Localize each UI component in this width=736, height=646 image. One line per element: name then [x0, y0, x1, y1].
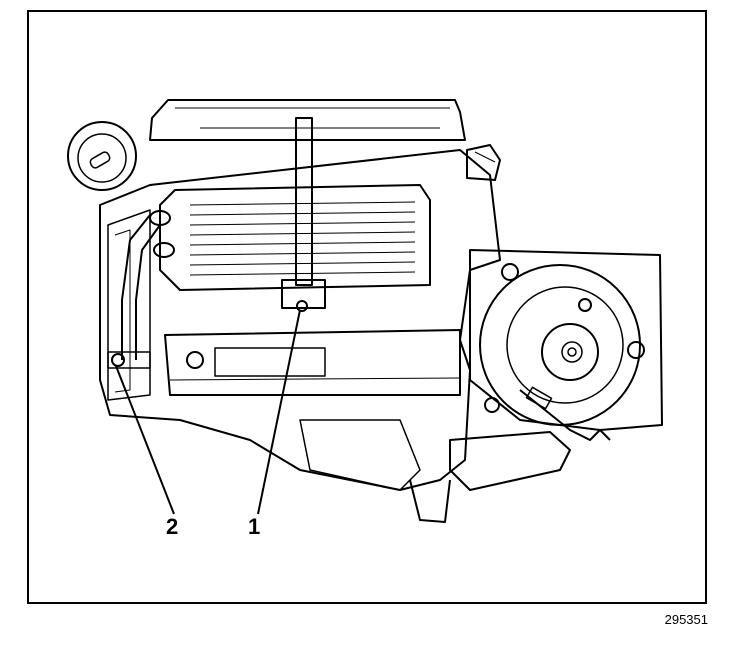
- lower-duct: [299, 419, 421, 491]
- screw-1: [296, 300, 308, 312]
- callout-2: 2: [166, 514, 179, 539]
- main-housing: [99, 149, 501, 491]
- refrigerant-pipe-inner: [135, 224, 161, 360]
- top-cover: [149, 99, 466, 141]
- screw-2: [111, 353, 125, 367]
- refrigerant-pipe-outer: [121, 214, 151, 360]
- lower-panel: [164, 329, 461, 396]
- evaporator-core: [159, 184, 431, 291]
- leader-line-2: [115, 365, 175, 515]
- leader-line-1: [257, 309, 301, 515]
- figure-frame: [27, 10, 707, 604]
- drain-outlet: [409, 479, 451, 523]
- right-cap: [466, 144, 501, 181]
- bracket-clip: [281, 279, 326, 309]
- center-bracket: [295, 117, 313, 286]
- callout-1: 1: [248, 514, 261, 539]
- blower-scroll: [479, 264, 641, 426]
- round-cap-left: [67, 121, 137, 191]
- figure-number: 295351: [664, 612, 708, 627]
- blower-motor: [541, 323, 599, 381]
- resistor-cover: [449, 431, 571, 491]
